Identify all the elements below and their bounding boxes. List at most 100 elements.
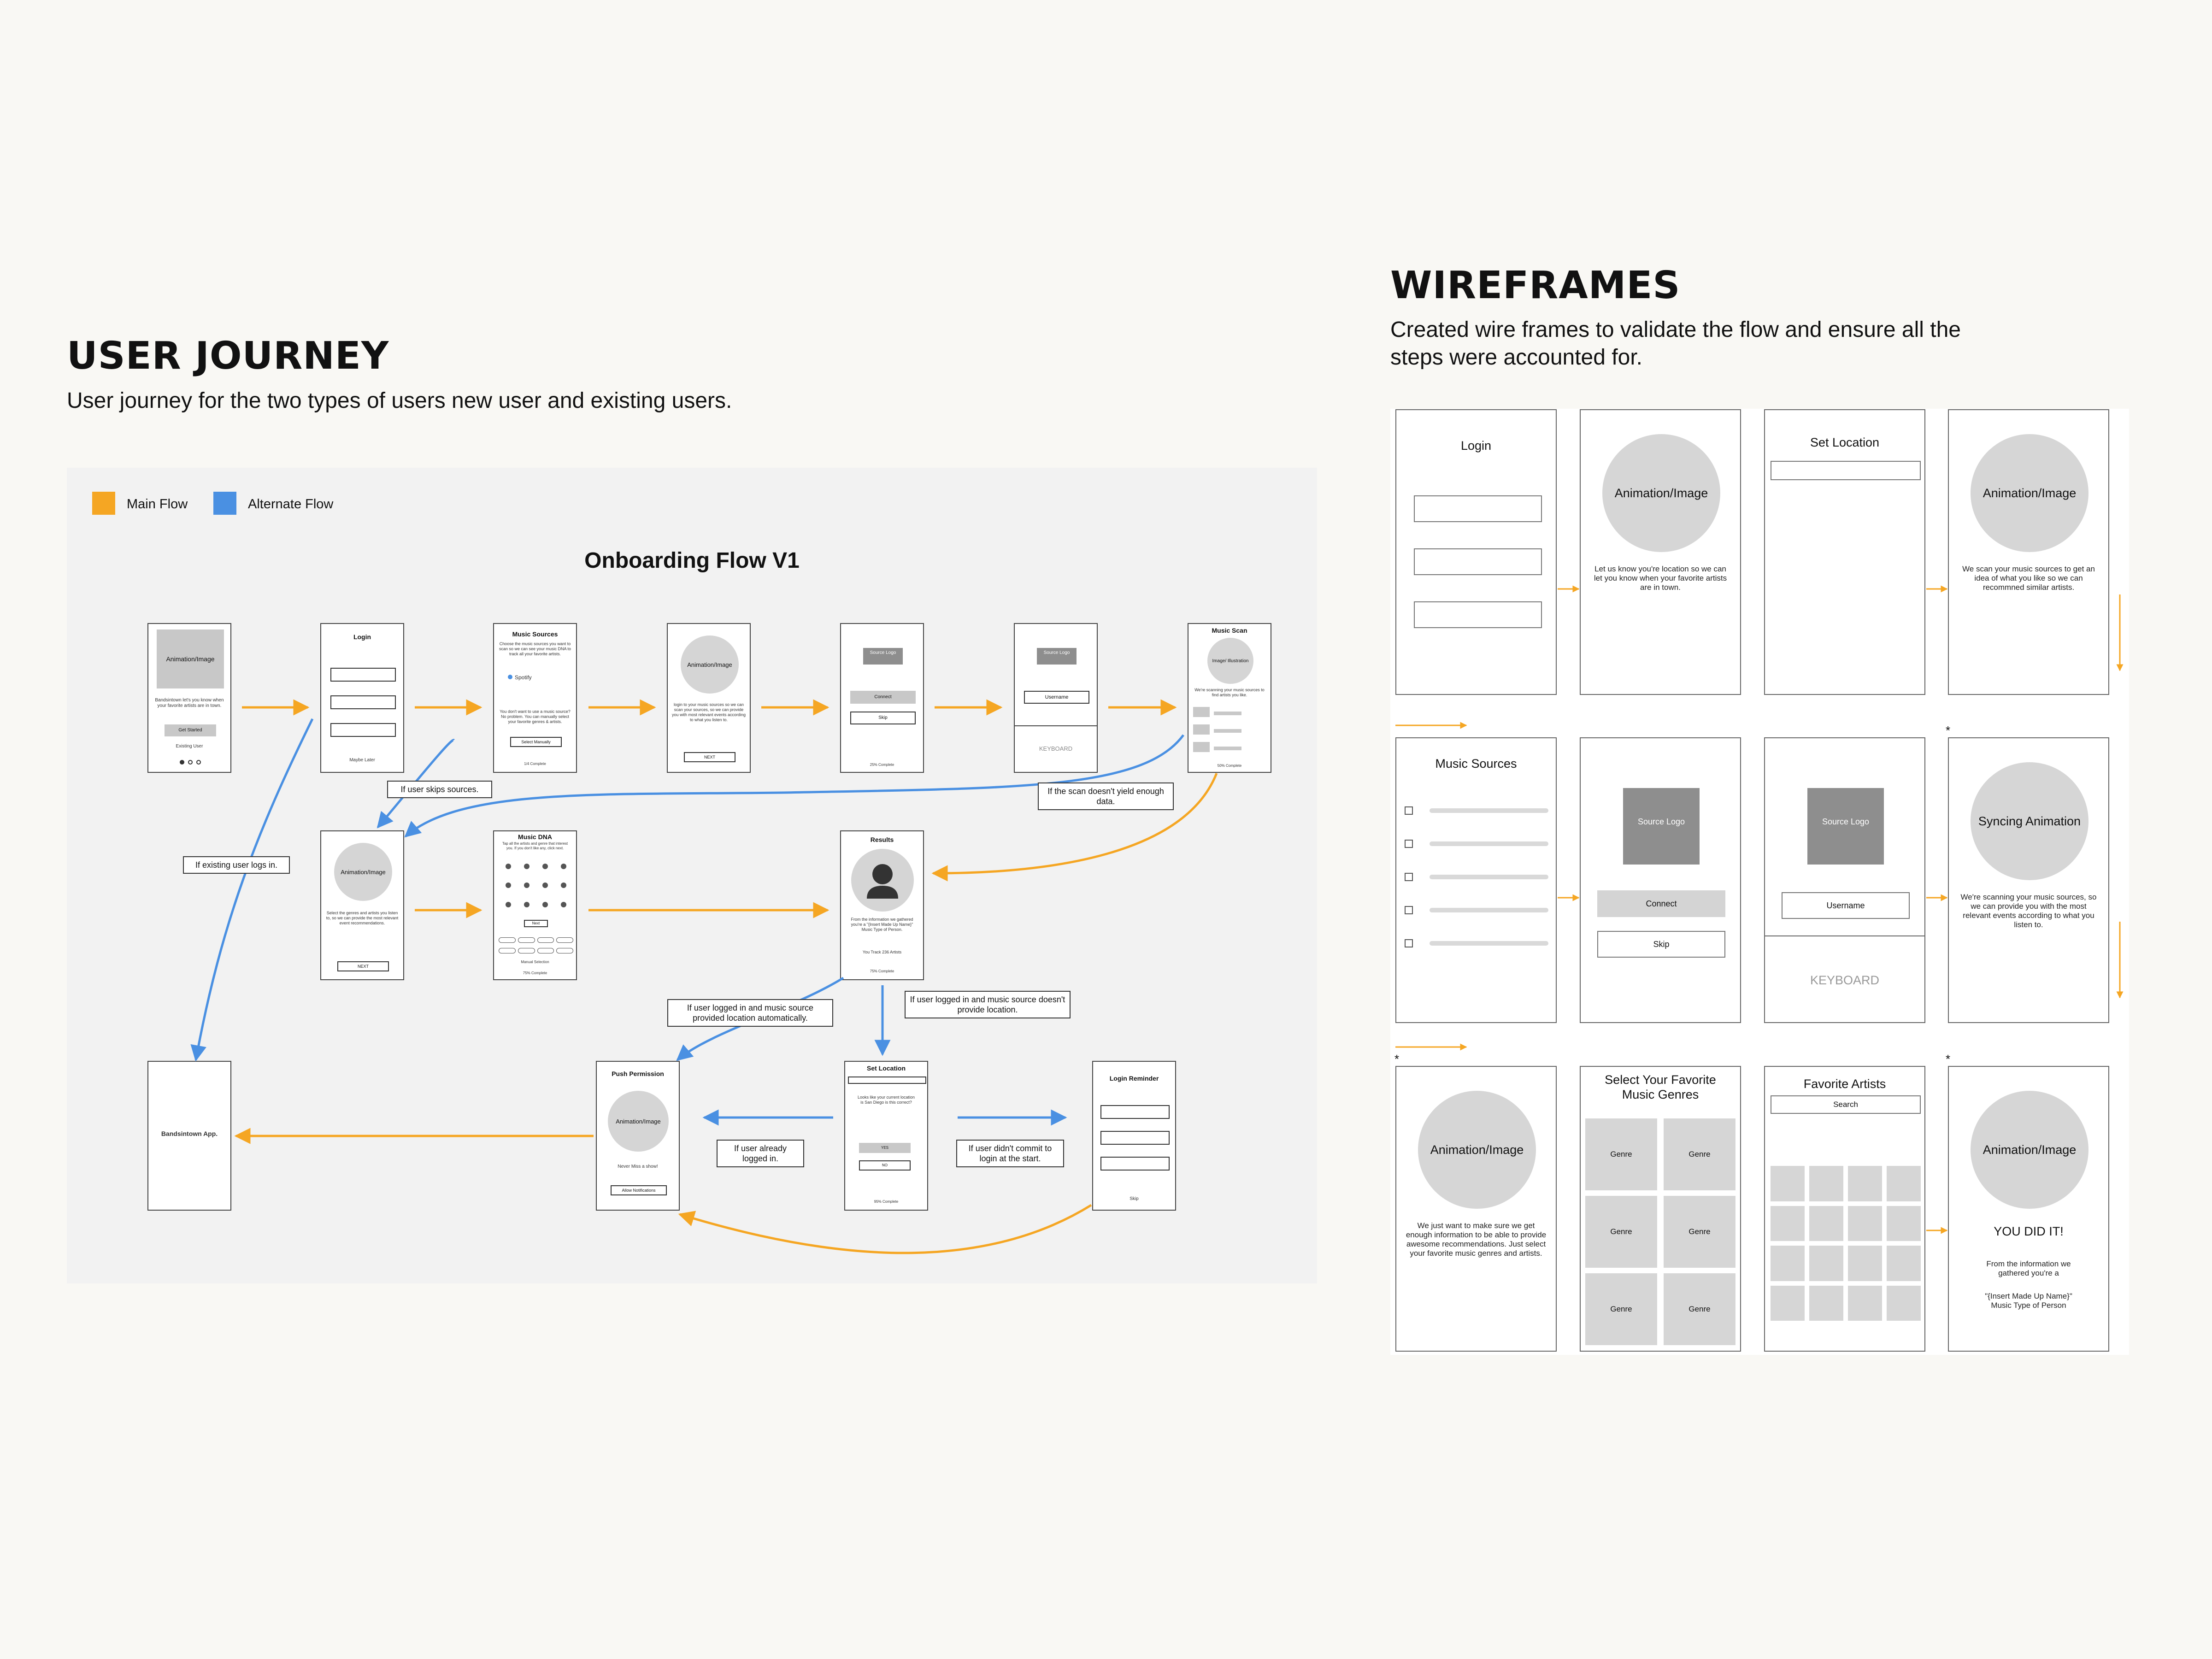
wf-artist-grid[interactable] bbox=[1771, 1166, 1921, 1321]
label-no-commit: If user didn't commit to login at the st… bbox=[956, 1140, 1064, 1167]
wf-set-location-title: Set Location bbox=[1810, 435, 1880, 449]
anim3-image: Animation/Image bbox=[334, 843, 392, 901]
wf-you-did-it: Animation/Image YOU DID IT! From the inf… bbox=[1948, 1066, 2109, 1352]
allow-notifications-button[interactable]: Allow Notifications bbox=[611, 1185, 667, 1195]
dna-artist-grid[interactable] bbox=[500, 864, 571, 918]
wf-genres: Select Your Favorite Music Genres Genre … bbox=[1580, 1066, 1741, 1352]
wf-skip-button[interactable]: Skip bbox=[1597, 931, 1725, 958]
legend-alt-label: Alternate Flow bbox=[248, 497, 334, 512]
wf-source-check-5[interactable] bbox=[1405, 939, 1413, 947]
maybe-later-link[interactable]: Maybe Later bbox=[349, 758, 375, 763]
wf-username: Source Logo Username KEYBOARD bbox=[1764, 737, 1925, 1023]
existing-user-link[interactable]: Existing User bbox=[176, 744, 203, 749]
location-no-button[interactable]: NO bbox=[859, 1160, 911, 1171]
wf-done-headline: YOU DID IT! bbox=[1994, 1224, 2064, 1238]
wf-anim-genre: Animation/Image We just want to make sur… bbox=[1395, 1066, 1557, 1352]
location-field[interactable] bbox=[848, 1077, 926, 1084]
label-already-logged-in: If user already logged in. bbox=[717, 1140, 804, 1167]
reminder-skip-link[interactable]: Skip bbox=[1130, 1196, 1139, 1201]
journey-title: USER JOURNEY bbox=[67, 334, 389, 378]
wf-login-field-1[interactable] bbox=[1414, 495, 1542, 522]
screen-connect: Source Logo Connect Skip 25% Complete bbox=[840, 623, 924, 773]
welcome-image: Animation/Image bbox=[157, 629, 224, 688]
wf-username-field[interactable]: Username bbox=[1782, 892, 1910, 919]
arrow-reminder-push bbox=[678, 1204, 1092, 1254]
select-manually-button[interactable]: Select Manually bbox=[510, 737, 562, 747]
connect-progress: 25% Complete bbox=[870, 763, 894, 767]
screen-music-sources: Music Sources Choose the music sources y… bbox=[493, 623, 577, 773]
location-progress: 95% Complete bbox=[874, 1200, 899, 1204]
wf-genre-cell[interactable]: Genre bbox=[1585, 1196, 1657, 1268]
login-field-3[interactable] bbox=[330, 723, 396, 737]
dna-next-button[interactable]: Next bbox=[524, 920, 548, 927]
label-scan-fail: If the scan doesn't yield enough data. bbox=[1038, 782, 1174, 810]
screen-music-dna: Music DNA Tap all the artists and genre … bbox=[493, 830, 577, 980]
wf-anim-location-text: Let us know you're location so we can le… bbox=[1594, 565, 1727, 592]
label-no-location: If user logged in and music source doesn… bbox=[905, 991, 1071, 1018]
label-auto-location: If user logged in and music source provi… bbox=[667, 999, 833, 1027]
wf-genre-cell[interactable]: Genre bbox=[1585, 1118, 1657, 1190]
reminder-field-2[interactable] bbox=[1100, 1131, 1170, 1145]
scan-text: We're scanning your music sources to fin… bbox=[1194, 688, 1265, 697]
wf-source-check-4[interactable] bbox=[1405, 906, 1413, 914]
location-text: Looks like your current location is San … bbox=[857, 1095, 915, 1105]
push-title: Push Permission bbox=[612, 1070, 664, 1077]
login-title: Login bbox=[353, 633, 371, 641]
wireframes-title: WIREFRAMES bbox=[1390, 264, 1681, 307]
wf-connect-button[interactable]: Connect bbox=[1597, 890, 1725, 917]
wf-syncing: Syncing Animation We're scanning your mu… bbox=[1948, 737, 2109, 1023]
push-text: Never Miss a show! bbox=[618, 1164, 658, 1169]
results-avatar bbox=[851, 849, 914, 912]
wf-location-field[interactable] bbox=[1771, 461, 1921, 480]
wf-anim-genre-image: Animation/Image bbox=[1418, 1091, 1536, 1209]
wf-connect-logo: Source Logo bbox=[1623, 788, 1700, 865]
login-field-1[interactable] bbox=[330, 668, 396, 682]
screen-welcome: Animation/Image Bandsintown let's you kn… bbox=[147, 623, 231, 773]
reminder-field-3[interactable] bbox=[1100, 1157, 1170, 1171]
login-field-2[interactable] bbox=[330, 695, 396, 709]
wf-source-check-1[interactable] bbox=[1405, 806, 1413, 815]
sources-progress: 1/4 Complete bbox=[524, 762, 546, 766]
scan-source-1 bbox=[1193, 707, 1210, 717]
arrow-scan-fail bbox=[404, 734, 1185, 838]
dna-genre-chips[interactable] bbox=[499, 937, 573, 956]
app-text: Bandsintown App. bbox=[161, 1130, 218, 1137]
username-source-logo: Source Logo bbox=[1037, 648, 1077, 665]
wf-source-line-1 bbox=[1430, 808, 1548, 813]
wf-genre-cell[interactable]: Genre bbox=[1664, 1196, 1735, 1268]
spotify-option[interactable]: Spotify bbox=[508, 675, 532, 680]
sources-text-2: You don't want to use a music source? No… bbox=[500, 709, 571, 724]
wf-artists-search[interactable]: Search bbox=[1771, 1095, 1921, 1114]
anim3-next-button[interactable]: NEXT bbox=[337, 961, 389, 971]
wf-login-field-2[interactable] bbox=[1414, 548, 1542, 575]
wf-genre-cell[interactable]: Genre bbox=[1585, 1273, 1657, 1345]
wf-login-field-3[interactable] bbox=[1414, 601, 1542, 628]
keyboard-area[interactable]: KEYBOARD bbox=[1039, 745, 1073, 752]
get-started-button[interactable]: Get Started bbox=[165, 724, 216, 736]
manual-selection-link[interactable]: Manual Selection bbox=[521, 960, 549, 964]
reminder-title: Login Reminder bbox=[1109, 1075, 1159, 1082]
connect-skip-button[interactable]: Skip bbox=[850, 712, 916, 724]
wf-favorite-artists: Favorite Artists Search bbox=[1764, 1066, 1925, 1352]
results-count: You Track 236 Artists bbox=[862, 950, 902, 954]
anim2-next-button[interactable]: NEXT bbox=[684, 752, 735, 762]
sources-title: Music Sources bbox=[512, 630, 558, 638]
wf-source-check-3[interactable] bbox=[1405, 873, 1413, 881]
wf-anim-scan-image: Animation/Image bbox=[1971, 434, 2088, 552]
welcome-text: Bandsintown let's you know when your fav… bbox=[155, 698, 224, 708]
wf-keyboard-area[interactable]: KEYBOARD bbox=[1810, 973, 1880, 987]
screen-anim-3: Animation/Image Select the genres and ar… bbox=[320, 830, 404, 980]
wf-genre-cell[interactable]: Genre bbox=[1664, 1273, 1735, 1345]
wf-source-check-2[interactable] bbox=[1405, 840, 1413, 848]
reminder-field-1[interactable] bbox=[1100, 1105, 1170, 1119]
connect-source-logo: Source Logo bbox=[863, 648, 903, 665]
anim3-text: Select the genres and artists you listen… bbox=[326, 911, 399, 925]
wf-keyboard-divider bbox=[1765, 935, 1924, 936]
username-field[interactable]: Username bbox=[1024, 691, 1089, 704]
location-yes-button[interactable]: YES bbox=[859, 1143, 911, 1153]
flow-title: Onboarding Flow V1 bbox=[584, 548, 800, 573]
wf-genre-cell[interactable]: Genre bbox=[1664, 1118, 1735, 1190]
connect-button[interactable]: Connect bbox=[850, 691, 916, 704]
wf-anim-genre-text: We just want to make sure we get enough … bbox=[1406, 1221, 1547, 1258]
